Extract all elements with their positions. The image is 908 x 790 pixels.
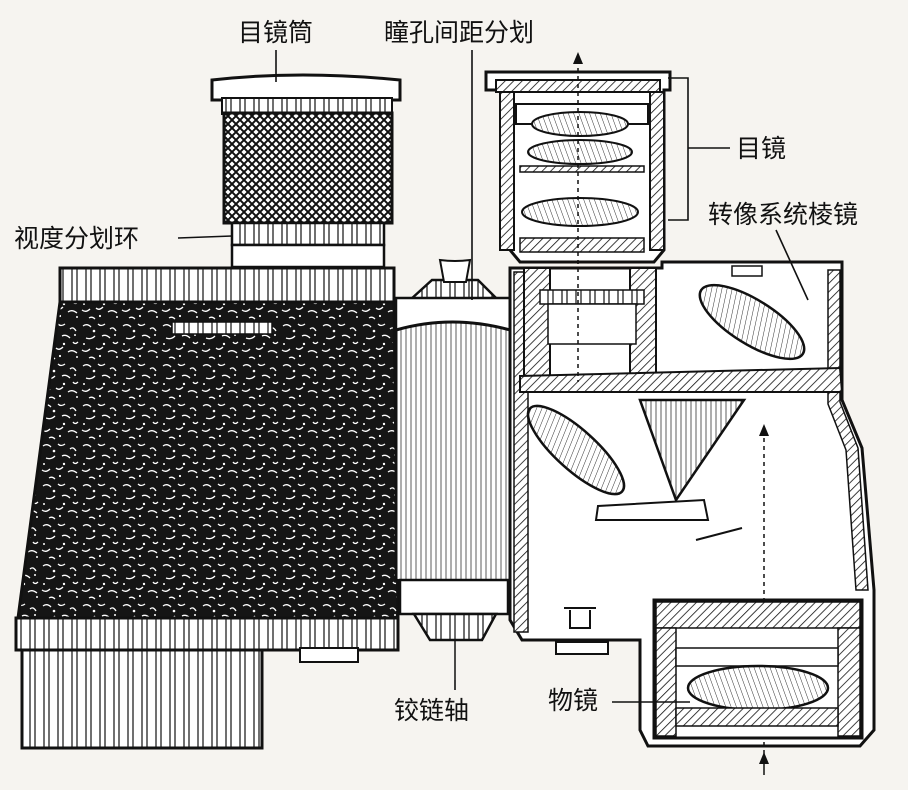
label-objective: 物镜 [548, 686, 599, 715]
eyepiece-lens-2 [527, 139, 633, 165]
leader-lines [177, 50, 809, 703]
leader-diopter-ring [177, 235, 233, 239]
objective-lens [686, 664, 830, 712]
left-top-band [58, 266, 396, 304]
lower-prism [638, 398, 747, 503]
ipd-scale-plate [171, 321, 273, 335]
leader-eyepiece-bracket [668, 77, 730, 221]
eyepiece-lens-3 [521, 197, 639, 227]
label-eyepiece-tube: 目镜筒 [238, 18, 314, 47]
right-barrel-cutaway [484, 52, 876, 775]
upper-prism [698, 283, 806, 361]
hinge [394, 258, 512, 680]
left-objective-cup [20, 648, 264, 750]
eyepiece-tube-knurl [222, 111, 394, 225]
label-erecting-prism: 转像系统棱镜 [708, 200, 859, 229]
leader-erecting-prism [775, 229, 809, 301]
hinge-barrel [394, 320, 512, 590]
diopter-ring [230, 221, 386, 247]
label-diopter-ring: 视度分划环 [14, 224, 140, 253]
left-body-leather [16, 300, 400, 620]
hinge-bottom-ring [398, 578, 510, 616]
left-barrel-exterior [14, 73, 402, 750]
left-foot [299, 647, 359, 663]
left-eyecup [210, 73, 402, 102]
left-bottom-band [14, 616, 400, 652]
eyepiece-lens-1 [531, 111, 629, 137]
label-eyepiece: 目镜 [736, 134, 787, 163]
diopter-ring-lower [230, 243, 386, 269]
prism-plate [519, 366, 844, 393]
focus-tube-left [523, 267, 551, 379]
label-hinge-axis: 铰链轴 [394, 696, 470, 725]
label-ipd-scale: 瞳孔间距分划 [384, 18, 535, 47]
hinge-cap-bottom [411, 612, 499, 642]
